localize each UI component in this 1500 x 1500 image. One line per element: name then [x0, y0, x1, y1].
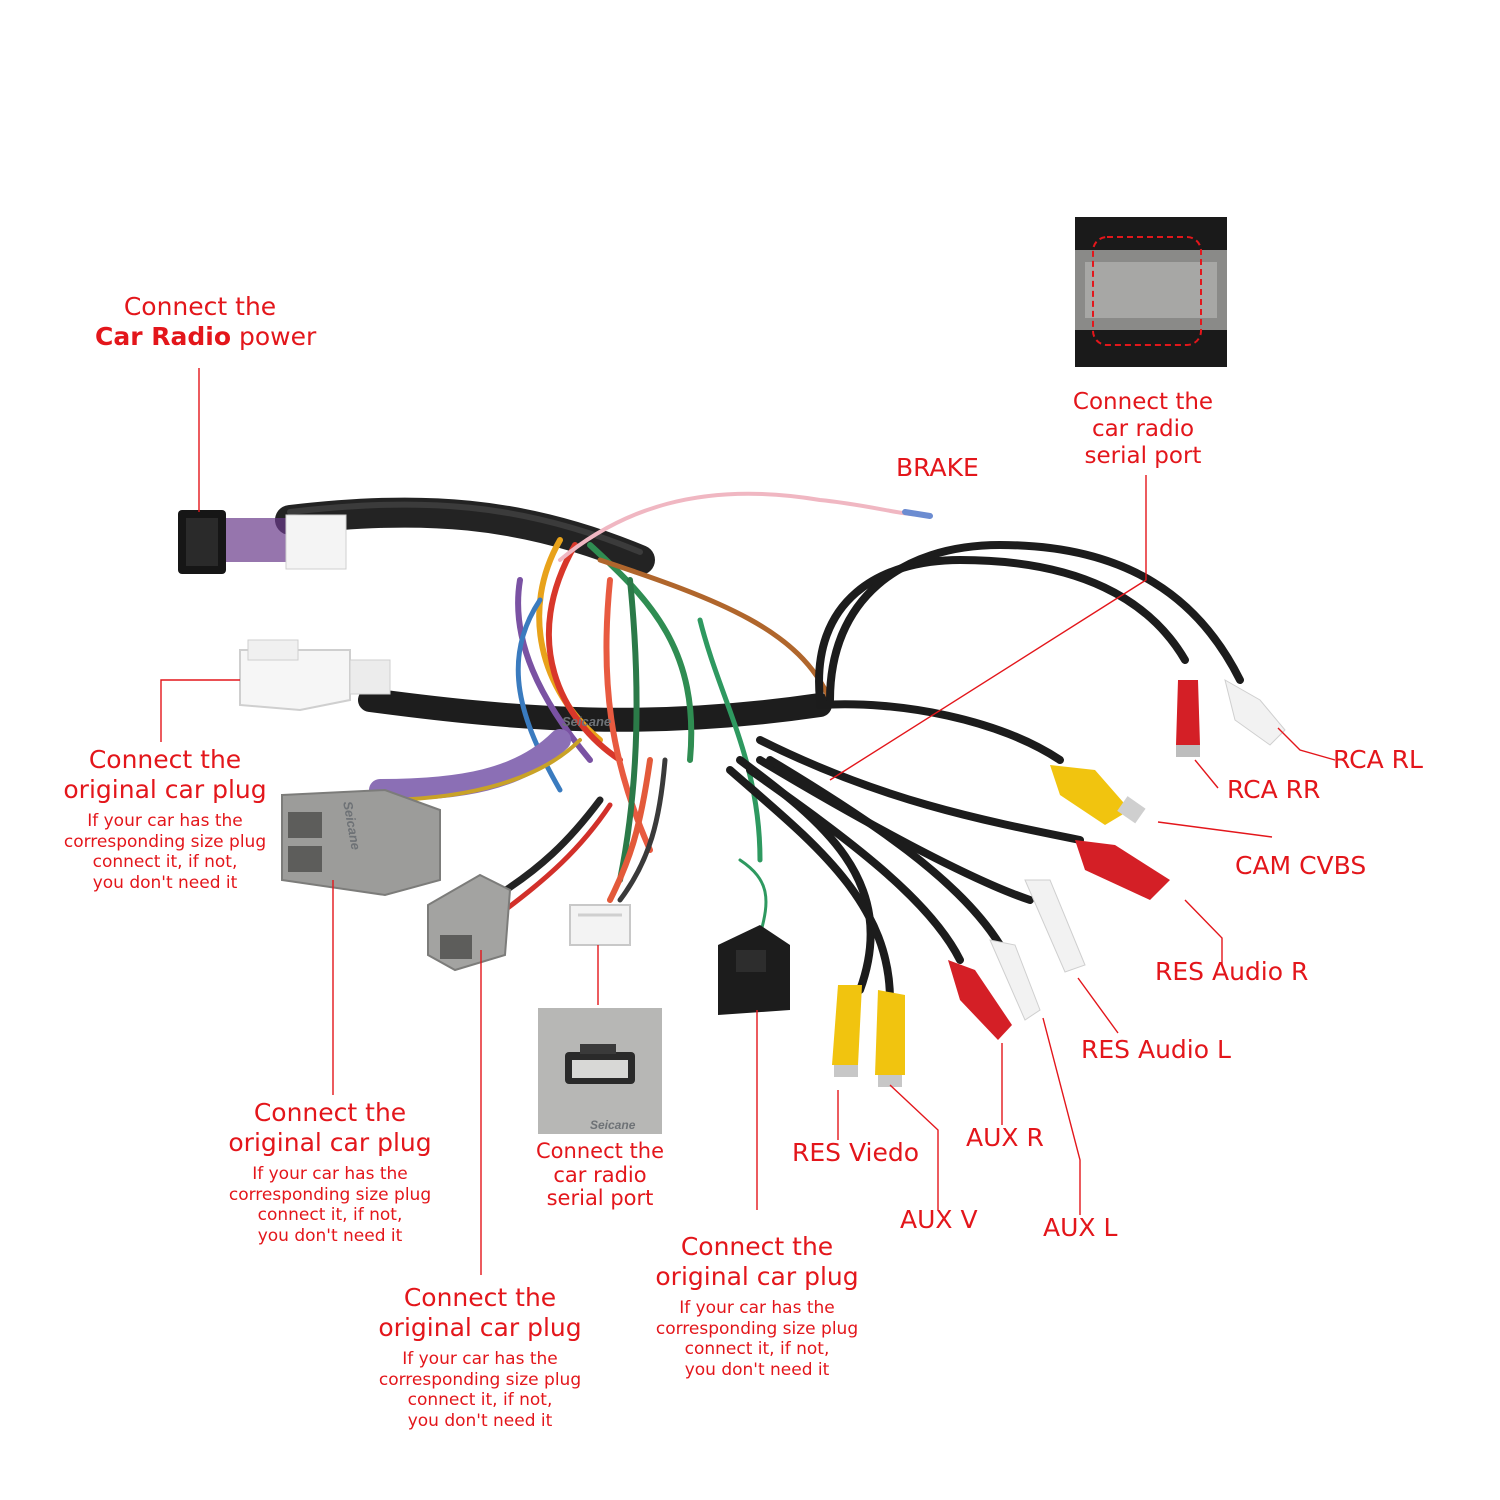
res-audio-r-label: RES Audio R	[1155, 957, 1309, 986]
gray-plug-small-label: Connect the original car plug If your ca…	[378, 1283, 582, 1432]
aux-v-label: AUX V	[900, 1205, 978, 1234]
serial-port-photo-bottom	[538, 1008, 662, 1134]
rca-rr-plug	[1176, 680, 1200, 757]
cam-cvbs-label: CAM CVBS	[1235, 851, 1367, 880]
res-viedo-plug	[832, 985, 862, 1077]
rca-rl-label: RCA RL	[1333, 745, 1423, 774]
power-label: Connect the Car Radio power	[95, 292, 317, 351]
aux-r-plug	[948, 960, 1012, 1040]
serial-port-label-top: Connect the car radio serial port	[1072, 389, 1214, 470]
aux-v-plug	[875, 990, 905, 1087]
rca-plugs	[832, 678, 1286, 1087]
cable-bundle	[275, 491, 1244, 1004]
aux-l-label: AUX L	[1043, 1213, 1118, 1242]
white-plug-label: Connect the original car plug If your ca…	[63, 745, 267, 894]
res-audio-l-label: RES Audio L	[1081, 1035, 1231, 1064]
rca-rr-label: RCA RR	[1227, 775, 1321, 804]
black-plug-label: Connect the original car plug If your ca…	[655, 1232, 859, 1381]
aux-r-label: AUX R	[966, 1123, 1044, 1152]
brand-mark: Seicane	[590, 1118, 636, 1132]
res-audio-l-plug	[1024, 879, 1086, 973]
brake-label: BRAKE	[896, 453, 979, 482]
cam-cvbs-plug	[1050, 765, 1146, 825]
white-plug	[239, 639, 391, 712]
leader-lines	[160, 368, 1336, 1275]
aux-l-plug	[989, 939, 1041, 1021]
serial-port-photo-top	[1075, 217, 1227, 367]
serial-port-label-bottom: Connect the car radio serial port	[536, 1139, 664, 1211]
gray-plug-large-label: Connect the original car plug If your ca…	[228, 1098, 432, 1247]
gray-plug-large	[281, 788, 441, 897]
power-connector	[178, 510, 347, 574]
brand-mark: Seicane	[562, 714, 612, 729]
gray-plug-small	[427, 873, 512, 972]
res-viedo-label: RES Viedo	[792, 1138, 920, 1167]
rca-rl-plug	[1224, 678, 1286, 746]
black-plug	[718, 925, 790, 1015]
res-audio-r-plug	[1075, 840, 1170, 900]
serial-plug	[569, 904, 631, 946]
